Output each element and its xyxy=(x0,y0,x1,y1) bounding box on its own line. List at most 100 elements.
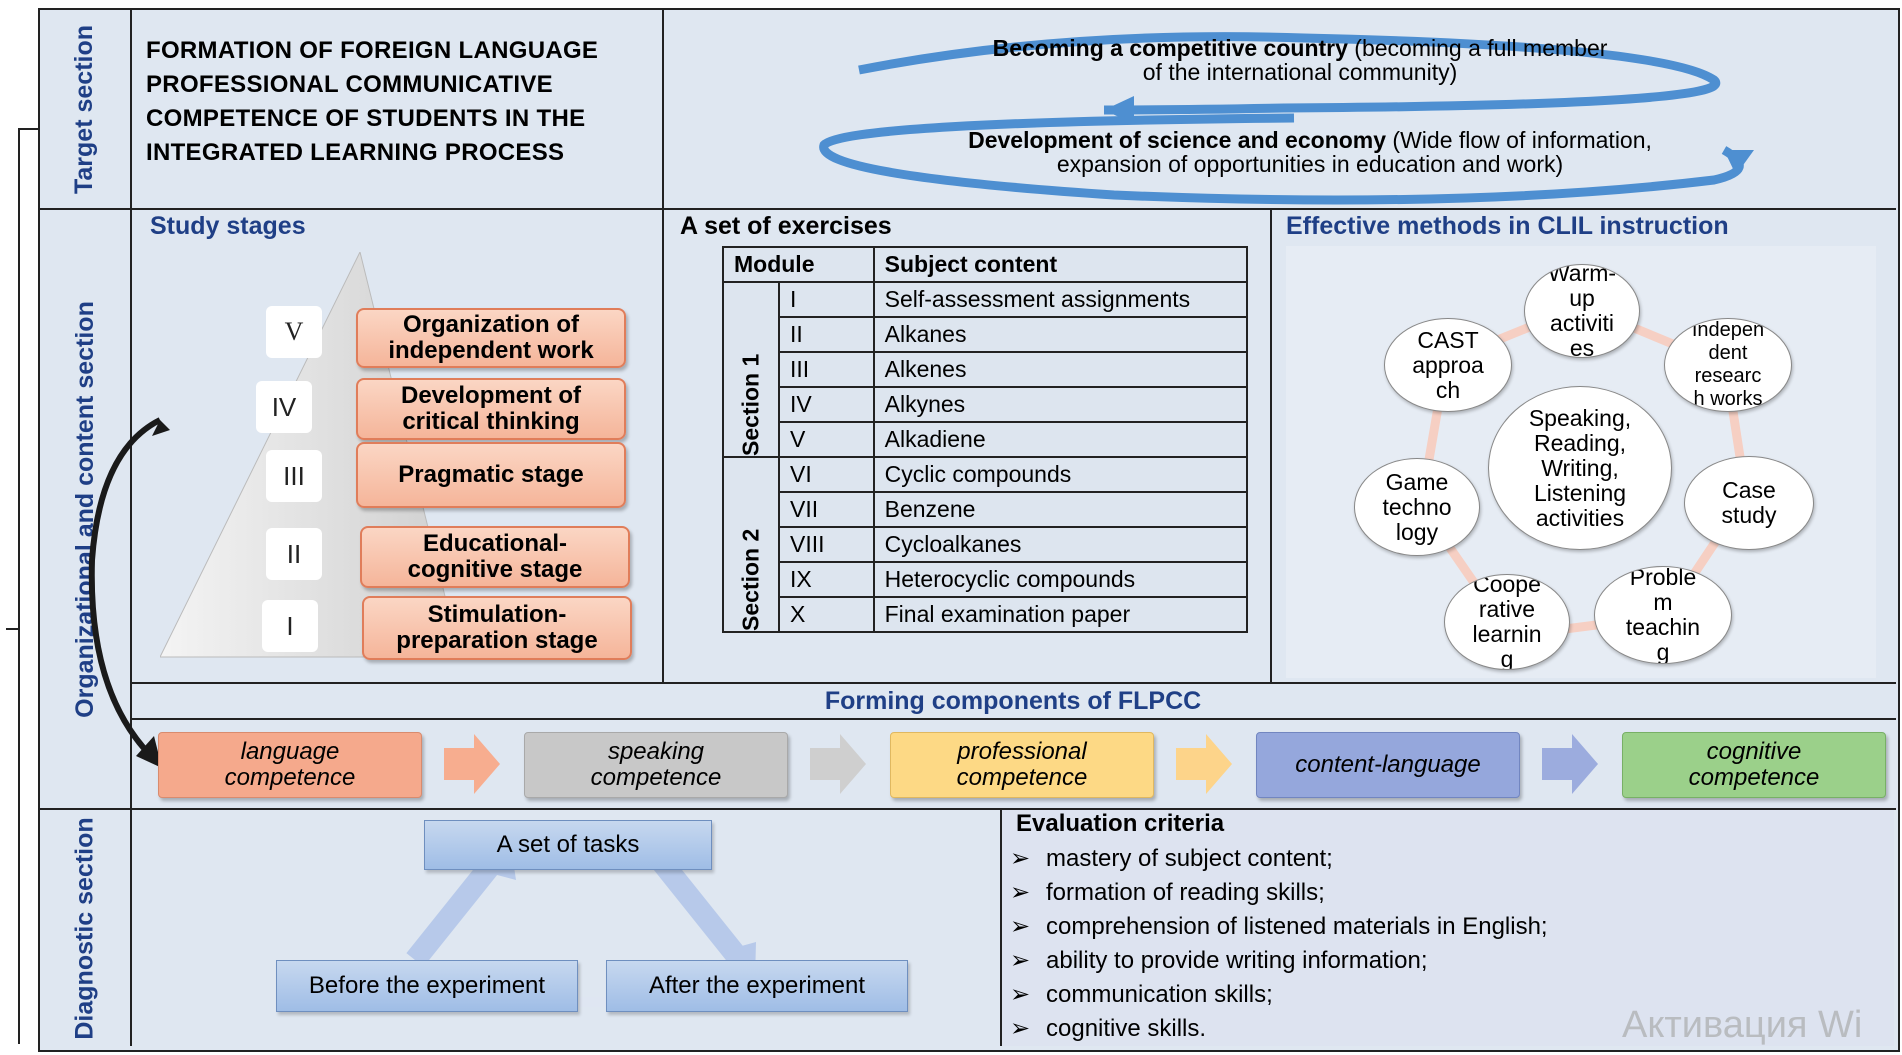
stage-numeral-5: V xyxy=(266,306,322,358)
methods-heading: Effective methods in CLIL instruction xyxy=(1286,212,1729,240)
stage-numeral-2: II xyxy=(266,528,322,580)
module-cell: IV xyxy=(778,386,875,423)
content-cell: Cycloalkanes xyxy=(872,526,1249,563)
stage-pragmatic: Pragmatic stage xyxy=(356,442,626,508)
component-content-language: content-language xyxy=(1256,732,1520,798)
criteria-panel xyxy=(1002,810,1894,1046)
stages-to-components-arrow xyxy=(88,417,170,768)
section-1-label: Section 1 xyxy=(723,282,779,457)
module-cell: VII xyxy=(778,491,875,528)
study-stages-heading: Study stages xyxy=(150,212,306,240)
bullet-arrow-icon: ➢ xyxy=(1010,913,1031,940)
stage-numeral-3: III xyxy=(266,450,322,502)
divider-components-heading xyxy=(130,718,1896,720)
divider-target-mid xyxy=(662,10,664,208)
component-arrow-4 xyxy=(1542,734,1598,794)
stage-educational-cognitive: Educational-cognitive stage xyxy=(360,526,630,588)
divider-diagnostic-mid xyxy=(1000,810,1002,1046)
exercises-header-row: Module Subject content xyxy=(722,246,1249,283)
activation-watermark: Активация Wi xyxy=(1622,1004,1863,1046)
divider-org-left xyxy=(662,210,664,682)
module-cell: II xyxy=(778,316,875,353)
exercises-heading: A set of exercises xyxy=(680,212,892,240)
divider-components-top xyxy=(130,682,1896,684)
component-arrow-3 xyxy=(1176,734,1232,794)
bullet-arrow-icon: ➢ xyxy=(1010,879,1031,906)
module-cell: X xyxy=(778,596,875,633)
row-label-diagnostic: Diagnostic section xyxy=(40,810,132,1046)
module-cell: VI xyxy=(778,456,875,493)
component-arrow-1 xyxy=(444,734,500,794)
components-heading: Forming components of FLPCC xyxy=(824,687,1202,715)
goal-science-economy: Development of science and economy (Wide… xyxy=(968,127,1652,177)
content-cell: Alkadiene xyxy=(872,421,1249,458)
criteria-heading: Evaluation criteria xyxy=(1016,810,1225,837)
left-bracket-tick xyxy=(6,628,20,630)
section-2-label: Section 2 xyxy=(723,457,779,632)
bullet-arrow-icon: ➢ xyxy=(1010,1015,1031,1042)
bullet-arrow-icon: ➢ xyxy=(1010,845,1031,872)
divider-org-bottom xyxy=(40,808,1896,810)
content-cell: Final examination paper xyxy=(872,596,1249,633)
criteria-item: ➢mastery of subject content; xyxy=(1010,845,1333,872)
content-cell: Alkenes xyxy=(872,351,1249,388)
content-cell: Cyclic compounds xyxy=(872,456,1249,493)
table-row: Section 1 I Self-assessment assignments xyxy=(723,281,1249,457)
goal-competitive-country: Becoming a competitive country (becoming… xyxy=(992,35,1608,85)
content-cell: Alkanes xyxy=(872,316,1249,353)
target-title: FORMATION OF FOREIGN LANGUAGE PROFESSION… xyxy=(146,37,599,166)
content-cell: Alkynes xyxy=(872,386,1249,423)
goals-cycle-arrows xyxy=(819,32,1754,205)
row-label-target: Target section xyxy=(40,10,132,208)
stage-numeral-4: IV xyxy=(256,381,312,433)
table-row: Section 2 VI Cyclic compounds xyxy=(723,456,1249,632)
module-cell: I xyxy=(778,281,875,318)
left-bracket-top xyxy=(18,128,38,130)
diagnostic-before-experiment: Before the experiment xyxy=(276,960,578,1012)
stage-numeral-1: I xyxy=(262,600,318,652)
content-cell: Heterocyclic compounds xyxy=(872,561,1249,598)
criteria-item: ➢formation of reading skills; xyxy=(1010,879,1325,906)
module-cell: IX xyxy=(778,561,875,598)
module-cell: VIII xyxy=(778,526,875,563)
content-cell: Benzene xyxy=(872,491,1249,528)
criteria-item: ➢ability to provide writing information; xyxy=(1010,947,1428,974)
bullet-arrow-icon: ➢ xyxy=(1010,981,1031,1008)
divider-target-bottom xyxy=(40,208,1896,210)
exercises-table: Module Subject content Section 1 I Self-… xyxy=(722,246,1249,633)
left-bracket xyxy=(18,128,20,1044)
bullet-arrow-icon: ➢ xyxy=(1010,947,1031,974)
criteria-item: ➢cognitive skills. xyxy=(1010,1015,1207,1042)
divider-org-right xyxy=(1270,210,1272,682)
criteria-item: ➢communication skills; xyxy=(1010,981,1273,1008)
component-arrow-2 xyxy=(810,734,866,794)
module-cell: V xyxy=(778,421,875,458)
criteria-item: ➢comprehension of listened materials in … xyxy=(1010,913,1548,940)
stage-stimulation-preparation: Stimulation-preparation stage xyxy=(362,596,632,660)
diagnostic-after-experiment: After the experiment xyxy=(606,960,908,1012)
col-content-header: Subject content xyxy=(872,246,1249,283)
module-cell: III xyxy=(778,351,875,388)
col-module-header: Module xyxy=(722,246,875,283)
